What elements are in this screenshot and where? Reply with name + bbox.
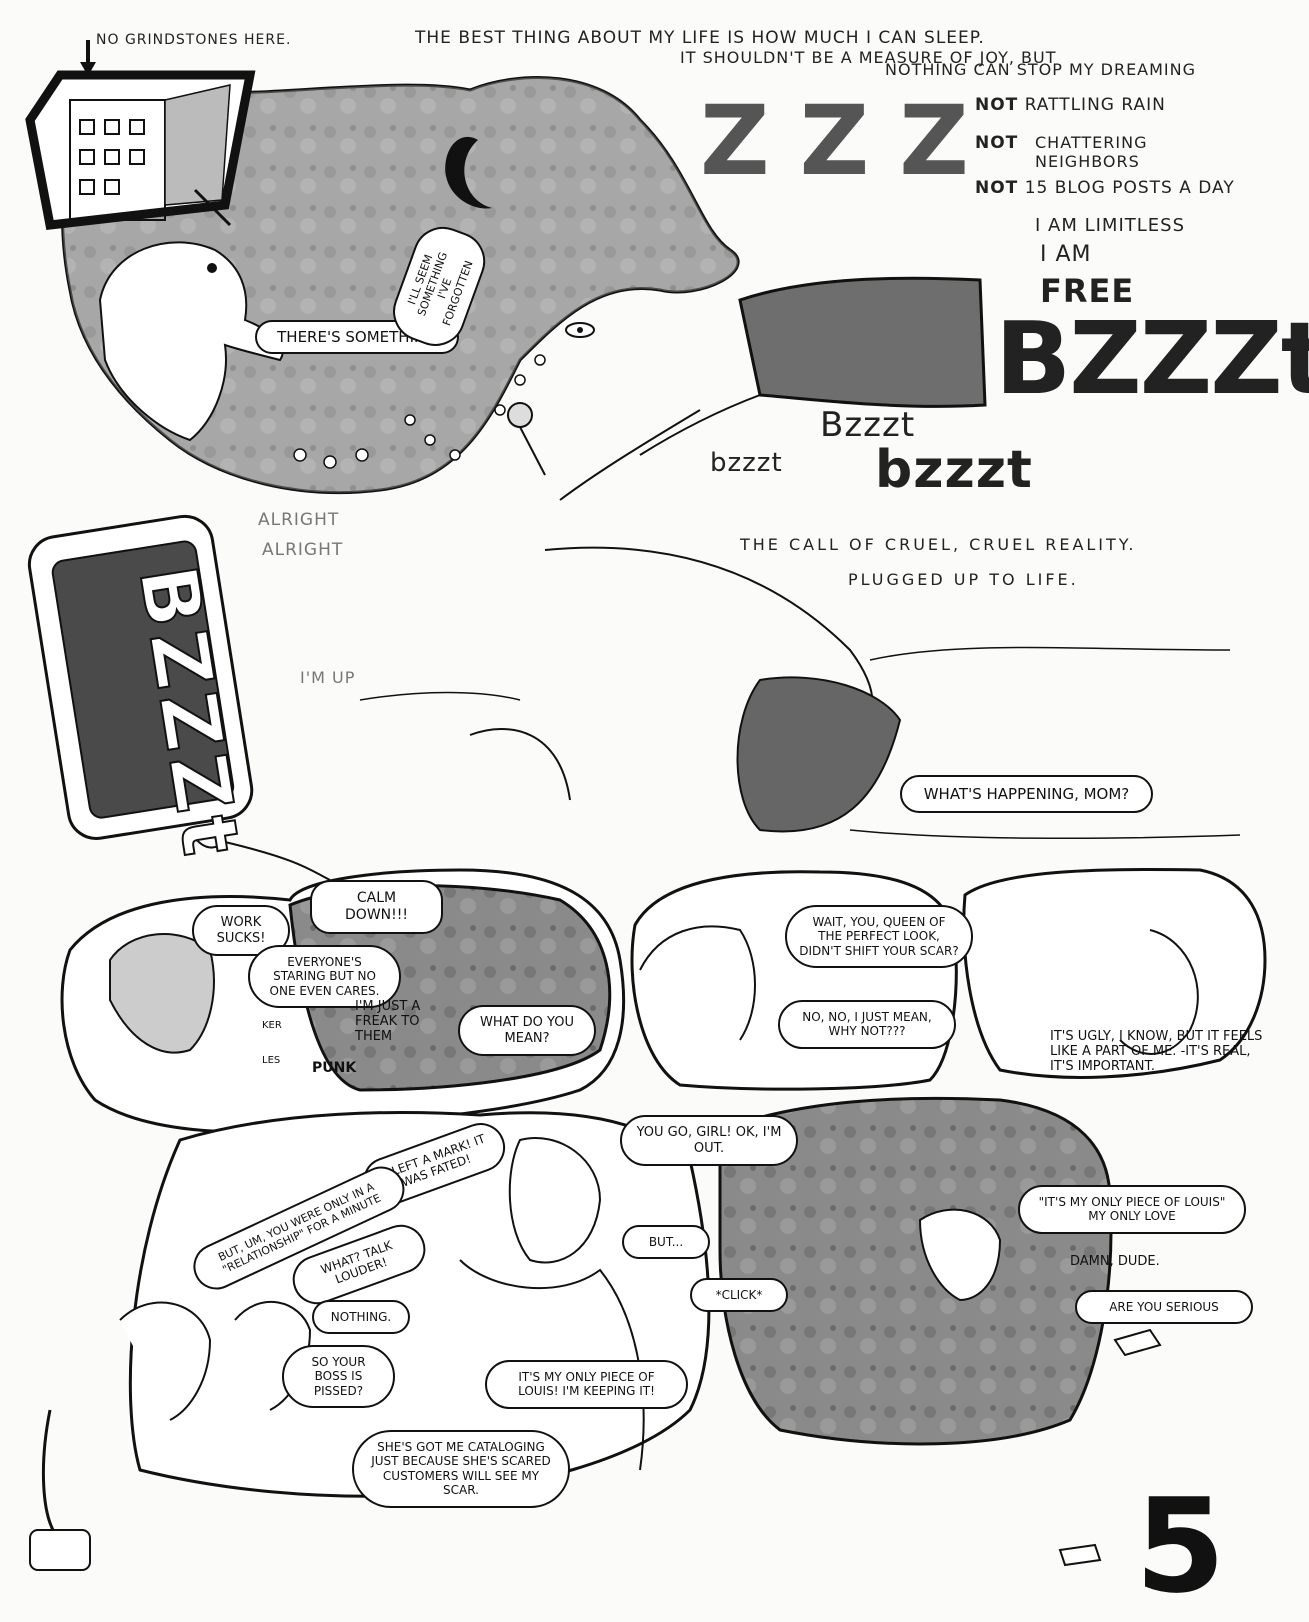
no-no-bubble: No, no, I just mean, why not??? bbox=[778, 1000, 956, 1049]
what-do-you-mean-bubble: What do you mean? bbox=[458, 1005, 596, 1057]
but-bubble: But... bbox=[622, 1225, 710, 1260]
page-number: 5 bbox=[1135, 1470, 1227, 1622]
arm-sleeve bbox=[559, 276, 987, 501]
bzzzt-big: BZZZt bbox=[995, 300, 1309, 417]
crow-drawing bbox=[98, 241, 284, 442]
damn-dude-text: Damn, dude. bbox=[1070, 1254, 1160, 1269]
freak-text: I'm just a freak to them bbox=[355, 999, 421, 1044]
phone-drawing bbox=[27, 514, 331, 881]
not-item: Not 15 blog posts a day bbox=[975, 178, 1235, 198]
poster-text-2: Les bbox=[262, 1055, 281, 1066]
narration-line3: nothing can stop my dreaming bbox=[885, 60, 1197, 79]
no-grindstones-sign: No grindstones here. bbox=[96, 32, 292, 48]
reality-line2: Plugged up to life. bbox=[848, 570, 1079, 589]
alright-1: Alright bbox=[258, 510, 340, 530]
its-ugly-text: It's ugly, I know, but it feels like a p… bbox=[1050, 1029, 1263, 1074]
alright-2: Alright bbox=[262, 540, 344, 560]
calm-down-bubble: Calm down!!! bbox=[310, 880, 443, 934]
bzzzt-mid: Bzzzt bbox=[820, 405, 916, 445]
im-up-text: I'm up bbox=[300, 668, 356, 687]
everyone-staring-bubble: Everyone's staring but no one even cares… bbox=[248, 945, 401, 1009]
window-frame bbox=[25, 40, 256, 230]
not-item-text: chattering neighbors bbox=[1035, 133, 1148, 172]
so-your-boss-bubble: So your boss is pissed? bbox=[282, 1345, 395, 1409]
wait-queen-bubble: Wait, you, queen of the perfect look, di… bbox=[785, 905, 973, 969]
not-item: Not bbox=[975, 133, 1019, 153]
narration-line2: It shouldn't be a measure of joy, but bbox=[680, 48, 1057, 67]
click-sound-bubble: *Click* bbox=[690, 1278, 788, 1313]
whats-happening-bubble: What's happening, Mom? bbox=[900, 775, 1153, 813]
poster-text-3: Punk bbox=[312, 1060, 357, 1076]
free-text: FREE bbox=[1040, 272, 1135, 310]
not-item: Not rattling rain bbox=[975, 95, 1166, 115]
work-sucks-bubble: Work sucks! bbox=[192, 905, 290, 957]
limitless-text: I am limitless bbox=[1035, 215, 1186, 236]
bzzzt-small: bzzzt bbox=[710, 448, 783, 478]
narration-line1: The best thing about my life is how much… bbox=[415, 28, 985, 48]
zzz-sound: ZZZ bbox=[700, 85, 999, 197]
sleeping-girl bbox=[359, 546, 1241, 840]
reality-line1: The call of cruel, cruel reality. bbox=[740, 535, 1137, 554]
only-piece-keeping-bubble: It's my only piece of Louis! I'm keeping… bbox=[485, 1360, 688, 1409]
are-you-serious-bubble: Are you serious bbox=[1075, 1290, 1253, 1325]
bzzzt-bold: bzzzt bbox=[875, 440, 1033, 500]
you-go-girl-bubble: You go, girl! Ok, I'm out. bbox=[620, 1115, 798, 1167]
nothing-bubble: Nothing. bbox=[312, 1300, 410, 1335]
only-piece-quote-bubble: "It's my only piece of Louis" my only lo… bbox=[1018, 1185, 1246, 1234]
poster-text-1: Ker bbox=[262, 1020, 282, 1031]
i-am-text: I am bbox=[1040, 242, 1092, 267]
shes-got-me-bubble: She's got me cataloging just because she… bbox=[352, 1430, 570, 1508]
